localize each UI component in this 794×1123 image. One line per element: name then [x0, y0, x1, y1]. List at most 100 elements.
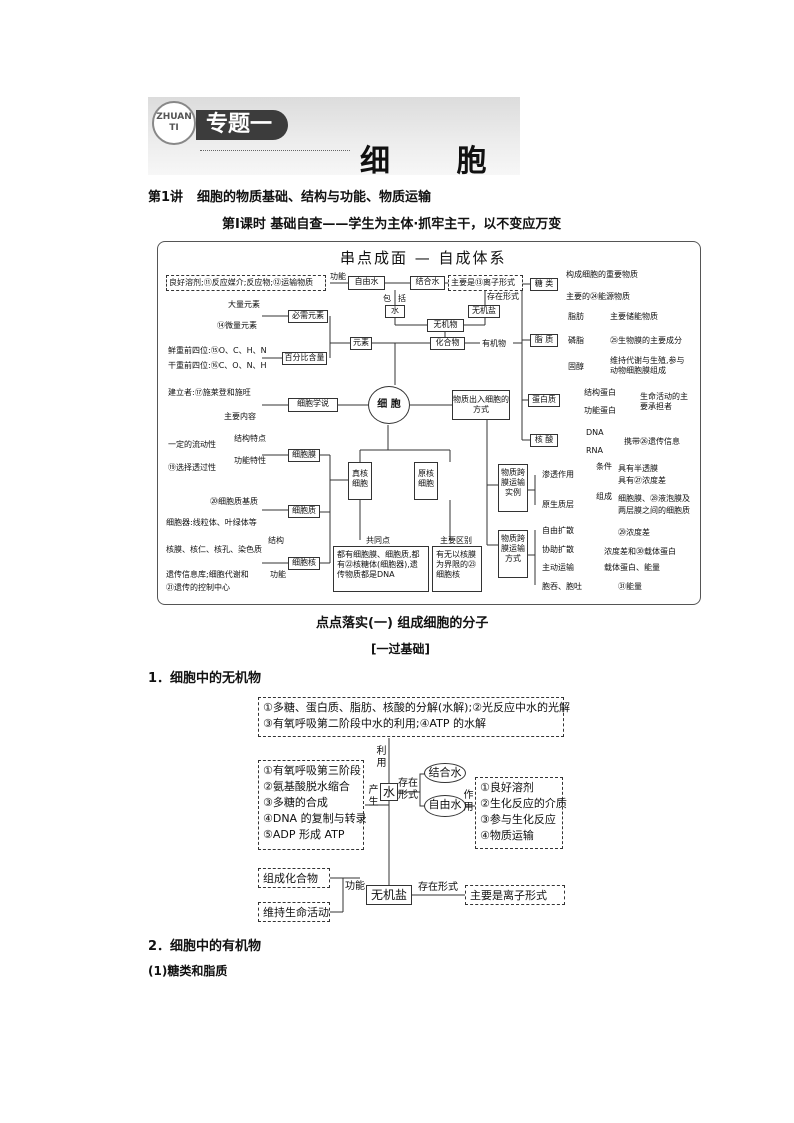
produce-line-5: ⑤ADP 形成 ATP — [263, 828, 345, 841]
label-common: 共同点 — [366, 536, 390, 545]
selective: ⑲选择透过性 — [168, 463, 216, 472]
label-diff: 主要区别 — [440, 536, 472, 545]
label-produce: 产生 — [368, 785, 379, 808]
chapter-title: 细 胞 — [360, 144, 515, 179]
produce-line-2: ②氨基酸脱水缩合 — [263, 780, 350, 793]
protein-role: 生命活动的主要承担者 — [640, 392, 688, 411]
water-function-box: 良好溶剂;⑪反应媒介;反应物;⑫运输物质 — [166, 275, 326, 291]
label-composition: 组成 — [596, 492, 612, 501]
salt-func-1: 组成化合物 — [258, 868, 330, 888]
free-water-role-box: ①良好溶剂 ②生化反应的介质 ③参与生化反应 ④物质运输 — [475, 777, 567, 849]
common-points: 都有细胞膜、细胞质,都有㉒核糖体(细胞器),遗传物质都是DNA — [333, 546, 429, 592]
endocytosis-cond: ㉛能量 — [618, 582, 642, 591]
label-tiaojian-1: 条件 — [596, 462, 612, 471]
facilitated-cond: 浓度差和㉚载体蛋白 — [604, 547, 676, 556]
label-gongneng: 功能 — [330, 272, 346, 281]
label-gongneng-2: 功能 — [270, 570, 286, 579]
node-nucleic: 核 酸 — [530, 434, 558, 447]
role-line-3: ③参与生化反应 — [480, 813, 556, 826]
produce-line-4: ④DNA 的复制与转录 — [263, 812, 367, 825]
lecture-heading: 第1讲细胞的物质基础、结构与功能、物质运输 — [148, 186, 445, 205]
info-library: 遗传信息库;细胞代谢和 — [166, 570, 249, 579]
struct-protein: 结构蛋白 — [584, 388, 616, 397]
mindmap-frame — [157, 241, 701, 605]
label-use: 利用 — [376, 746, 387, 769]
produce-line-3: ③多糖的合成 — [263, 796, 328, 809]
node-membrane: 细胞膜 — [288, 449, 320, 462]
node-prokaryote: 原核细胞 — [414, 462, 438, 500]
node-nucleus: 细胞核 — [288, 557, 320, 570]
water-use-line-2: ③有氧呼吸第二阶段中水的利用;④ATP 的水解 — [263, 717, 486, 730]
node-inorganic: 无机物 — [427, 319, 464, 332]
label-func: 功能 — [345, 881, 365, 892]
node-water: 水 — [385, 305, 405, 318]
node-free-water-s1: 自由水 — [424, 795, 466, 817]
lipid-phos-role: ㉕生物膜的主要成分 — [610, 336, 682, 345]
lipid-sterol: 固醇 — [568, 362, 584, 371]
node-transport: 物质出入细胞的方式 — [452, 390, 510, 420]
node-element: 元素 — [350, 337, 372, 350]
nucleic-dna: DNA — [586, 428, 604, 437]
label-exist: 存在形式 — [398, 778, 418, 801]
osmosis-cond-1: 具有半透膜 — [618, 464, 658, 473]
section-2-title: 2．细胞中的有机物 — [148, 939, 262, 954]
plasm-layer: 原生质层 — [542, 500, 574, 509]
topic-tab: 专题一 — [196, 110, 288, 140]
func-protein: 功能蛋白 — [584, 406, 616, 415]
label-func-feature: 功能特性 — [234, 456, 266, 465]
endocytosis: 胞吞、胞吐 — [542, 582, 582, 591]
facilitated-diffusion: 协助扩散 — [542, 545, 574, 554]
lipid-fat: 脂肪 — [568, 312, 584, 321]
lecture-title: 细胞的物质基础、结构与功能、物质运输 — [197, 190, 432, 205]
sugar-role-2: 主要的㉔能源物质 — [566, 292, 630, 301]
plasm-text-2: 两层膜之间的细胞质 — [618, 506, 690, 515]
water-use-box: ①多糖、蛋白质、脂肪、核酸的分解(水解);②光反应中水的光解 ③有氧呼吸第二阶段… — [258, 697, 571, 737]
lipid-fat-role: 主要储能物质 — [610, 312, 658, 321]
section-base: [一过基础] — [371, 642, 430, 656]
lecture-number: 第1讲 — [148, 190, 184, 205]
zhuanti-badge: ZHUAN TI — [152, 101, 196, 145]
node-organic: 有机物 — [482, 339, 506, 348]
label-role: 作用 — [463, 790, 474, 813]
label-jiegou: 结构 — [268, 536, 284, 545]
node-transport-example: 物质跨膜运输实例 — [498, 464, 528, 512]
node-percent: 百分比含量 — [282, 352, 327, 365]
control-center: ㉑遗传的控制中心 — [166, 583, 230, 592]
minor-elements: ⑭微量元素 — [217, 321, 257, 330]
node-cell-theory: 细胞学说 — [288, 398, 338, 412]
section-2-sub: (1)糖类和脂质 — [148, 964, 228, 978]
node-transport-mode: 物质跨膜运输方式 — [498, 530, 528, 578]
dry-weight: 干重前四位:⑯C、O、N、H — [168, 361, 267, 370]
node-eukaryote: 真核细胞 — [348, 462, 372, 500]
nucleic-rna: RNA — [586, 446, 604, 455]
label-kuo: 括 — [398, 294, 406, 303]
plasm-text-1: 细胞膜、㉘液泡膜及 — [618, 494, 690, 503]
node-compound: 化合物 — [430, 337, 465, 350]
osmosis: 渗透作用 — [542, 470, 574, 479]
label-bao: 包 — [383, 294, 391, 303]
role-line-1: ①良好溶剂 — [480, 781, 534, 794]
water-use-line-1: ①多糖、蛋白质、脂肪、核酸的分解(水解);②光反应中水的光解 — [263, 701, 571, 714]
role-line-2: ②生化反应的介质 — [480, 797, 567, 810]
node-cell-center: 细 胞 — [368, 386, 410, 424]
section-point: 点点落实(一) 组成细胞的分子 — [316, 616, 489, 631]
node-sugar: 糖 类 — [530, 278, 558, 291]
lipid-phos: 磷脂 — [568, 336, 584, 345]
free-diffusion: 自由扩散 — [542, 526, 574, 535]
node-lipid: 脂 质 — [530, 334, 558, 347]
water-produce-box: ①有氧呼吸第三阶段 ②氨基酸脱水缩合 ③多糖的合成 ④DNA 的复制与转录 ⑤A… — [258, 760, 367, 850]
section-1-title: 1．细胞中的无机物 — [148, 671, 262, 686]
banner-divider — [200, 150, 350, 151]
free-diffusion-cond: ㉙浓度差 — [618, 528, 650, 537]
produce-line-1: ①有氧呼吸第三阶段 — [263, 764, 361, 777]
major-elements: 大量元素 — [228, 300, 260, 309]
period-heading: 第Ⅰ课时 基础自查——学生为主体·抓牢主干，以不变应万变 — [222, 217, 562, 232]
label-struct-feature: 结构特点 — [234, 434, 266, 443]
node-protein: 蛋白质 — [528, 394, 560, 407]
osmosis-cond-2: 具有㉗浓度差 — [618, 476, 666, 485]
matrix: ⑳细胞质基质 — [210, 497, 258, 506]
nucleic-role: 携带㉖遗传信息 — [624, 437, 680, 446]
label-cunzai: 存在形式 — [487, 292, 519, 301]
